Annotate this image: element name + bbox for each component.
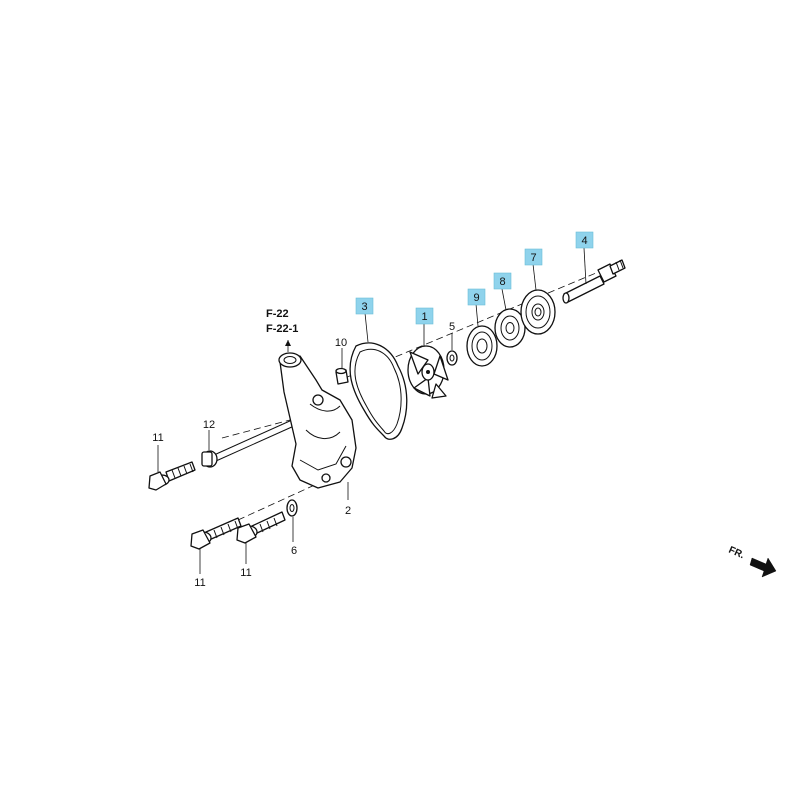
reference-f-22-1[interactable]: F-22-1 [266, 323, 298, 335]
oil-seal-part-9 [466, 325, 498, 367]
callout-1: 1 [421, 311, 427, 323]
callout-11-lower-left: 11 [194, 577, 205, 589]
front-arrow-icon [749, 557, 777, 578]
callout-highlight-8 [493, 272, 512, 290]
callout-highlight-1 [415, 307, 434, 325]
flange-bolt-part-11-upper [148, 461, 196, 491]
washer-part-6 [286, 499, 298, 517]
flange-bolt-part-11-lower-left [190, 517, 242, 550]
callout-9: 9 [473, 292, 479, 304]
callout-10: 10 [335, 337, 347, 349]
callout-11-upper: 11 [152, 432, 163, 444]
gasket-part-3 [349, 342, 408, 440]
impeller-part-1 [407, 345, 449, 399]
callout-highlight-3 [355, 297, 374, 315]
callout-2: 2 [345, 505, 351, 517]
callout-5: 5 [449, 321, 455, 333]
callout-7: 7 [530, 252, 536, 264]
long-bolt-part-12 [201, 419, 295, 468]
callout-highlight-9 [467, 288, 486, 306]
callout-4: 4 [581, 235, 587, 247]
callout-11-lower-right: 11 [240, 567, 251, 579]
callout-8: 8 [499, 276, 505, 288]
dowel-pin-part-10 [335, 367, 349, 385]
pump-cover-part-2 [278, 352, 357, 489]
reference-f-22[interactable]: F-22 [266, 308, 289, 320]
callout-3: 3 [361, 301, 367, 313]
front-direction-marker: FR. [727, 545, 746, 562]
washer-part-5 [446, 350, 458, 366]
seal-ring-part-8 [494, 308, 526, 348]
callout-6: 6 [291, 545, 297, 557]
callout-highlight-4 [575, 231, 594, 249]
pump-shaft-part-4 [562, 259, 626, 304]
flange-bolt-part-11-lower-right [236, 511, 286, 544]
callout-12: 12 [203, 419, 215, 431]
reference-arrow-icon [285, 340, 291, 346]
front-marker-label: FR. [727, 545, 746, 562]
callout-highlight-7 [524, 248, 543, 266]
bearing-part-7 [520, 289, 556, 335]
